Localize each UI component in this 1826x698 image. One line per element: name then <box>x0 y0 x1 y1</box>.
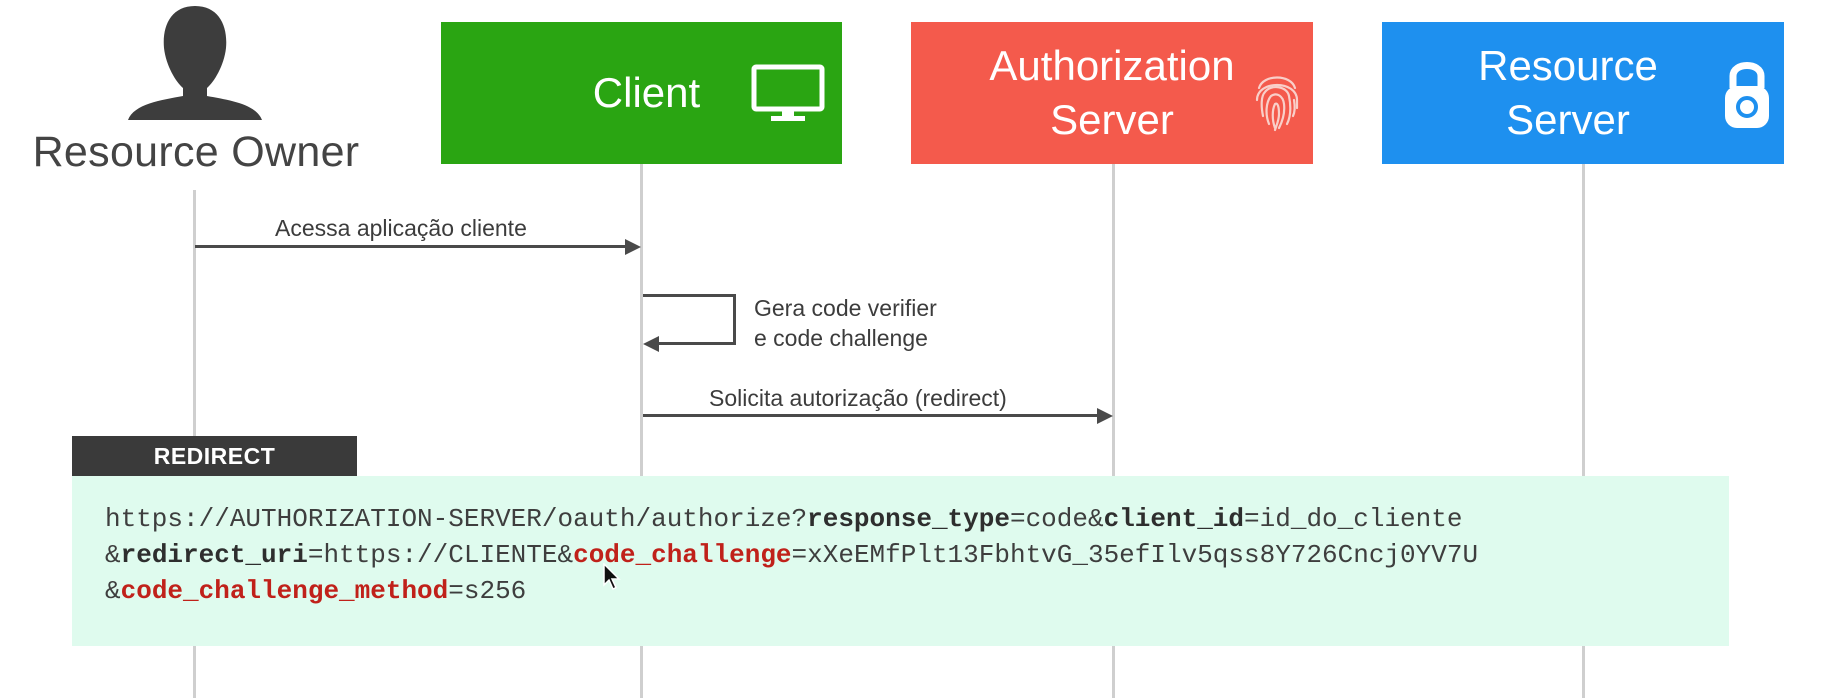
message-label: Acessa aplicação cliente <box>275 215 527 241</box>
arrow-line <box>643 414 1097 417</box>
param-code-challenge: code_challenge <box>573 540 792 570</box>
url-text: & <box>105 576 121 606</box>
url-text: & <box>105 540 121 570</box>
arrow-line <box>733 294 736 344</box>
resource-owner-label: Resource Owner <box>32 128 360 176</box>
person-silhouette-icon <box>128 6 262 120</box>
monitor-icon <box>751 64 825 121</box>
authorization-server-label: Authorization Server <box>989 42 1235 143</box>
fingerprint-icon <box>1255 76 1299 132</box>
redirect-tab: REDIRECT <box>72 436 357 476</box>
resource-server-actor: Resource Server <box>1382 22 1784 164</box>
url-text: =xXeEMfPlt13FbhtvG_35efIlv5qss8Y726Cncj0… <box>791 540 1479 570</box>
mouse-cursor-icon <box>603 563 621 591</box>
message-label: Gera code verifier e code challenge <box>754 295 937 351</box>
lifeline-resource-server <box>1582 164 1585 698</box>
arrow-line <box>659 342 736 345</box>
url-text: =s256 <box>448 576 527 606</box>
lifeline-authorization-server <box>1112 164 1115 698</box>
url-text: https://AUTHORIZATION-SERVER/oauth/autho… <box>105 504 808 534</box>
param-client-id: client_id <box>1103 504 1245 534</box>
redirect-url-box: https://AUTHORIZATION-SERVER/oauth/autho… <box>72 476 1729 646</box>
url-text: =code& <box>1009 504 1104 534</box>
arrow-line <box>195 245 625 248</box>
param-response-type: response_type <box>807 504 1010 534</box>
authorization-server-actor: Authorization Server <box>911 22 1313 164</box>
arrow-head <box>1097 408 1113 424</box>
url-line-3: &code_challenge_method=s256 <box>105 576 526 606</box>
padlock-icon <box>1725 62 1769 128</box>
lifeline-client <box>640 164 643 698</box>
url-text: =https://CLIENTE& <box>307 540 574 570</box>
url-line-2: &redirect_uri=https://CLIENTE&code_chall… <box>105 540 1478 570</box>
param-code-challenge-method: code_challenge_method <box>120 576 449 606</box>
url-line-1: https://AUTHORIZATION-SERVER/oauth/autho… <box>105 504 1462 534</box>
message-label: Solicita autorização (redirect) <box>709 385 1007 411</box>
arrow-line <box>643 294 736 297</box>
arrow-head <box>643 336 659 352</box>
client-label: Client <box>592 69 701 116</box>
param-redirect-uri: redirect_uri <box>120 540 308 570</box>
resource-server-label: Resource Server <box>1478 42 1658 143</box>
arrow-head <box>625 239 641 255</box>
client-actor: Client <box>441 22 842 164</box>
url-text: =id_do_cliente <box>1244 504 1463 534</box>
